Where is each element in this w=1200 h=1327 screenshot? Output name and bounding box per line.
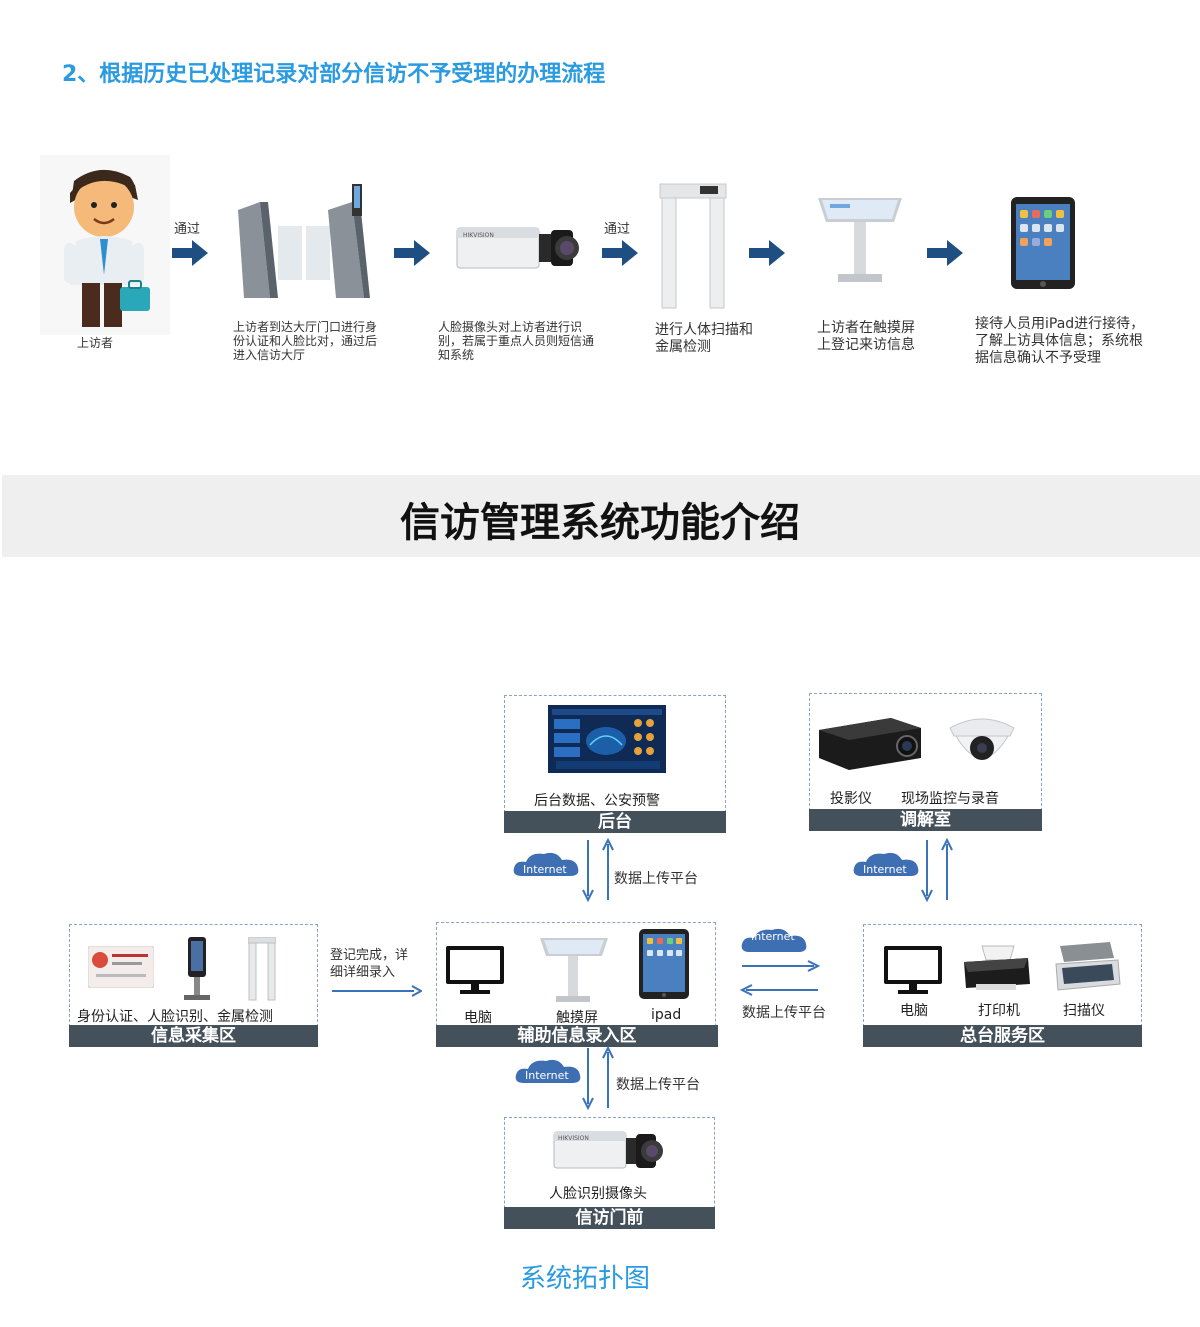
service-link-label: 数据上传平台 <box>742 1005 826 1021</box>
assist-bar: 辅助信息录入区 <box>436 1025 718 1047</box>
gate-link-label: 数据上传平台 <box>616 1077 700 1093</box>
pass-label: 通过 <box>604 222 631 237</box>
ipad-icon <box>1011 197 1075 289</box>
flow-arrow <box>172 240 208 266</box>
section-title: 2、根据历史已处理记录对部分信访不予受理的办理流程 <box>62 62 606 87</box>
projector-icon <box>819 718 921 770</box>
step-camera-text: 人脸摄像头对上访者进行识别，若属于重点人员则短信通知系统 <box>438 320 595 362</box>
monitor-icon <box>884 946 942 994</box>
flow-arrow <box>749 240 785 266</box>
service-bar: 总台服务区 <box>863 1025 1142 1047</box>
face-camera-icon: HIKVISION <box>553 1131 663 1169</box>
internet-cloud-icon <box>853 852 919 876</box>
mediation-bar: 调解室 <box>809 809 1042 831</box>
dashboard-screen-icon <box>548 705 666 773</box>
printer-icon <box>964 945 1030 990</box>
flow-arrow <box>927 240 963 266</box>
internet-cloud-label: Internet <box>863 863 907 876</box>
face-camera-icon: HIKVISION <box>456 227 579 269</box>
service-printer-label: 打印机 <box>978 1003 1020 1019</box>
touch-kiosk-icon <box>540 938 608 1002</box>
assist-pc-label: 电脑 <box>464 1010 492 1026</box>
internet-cloud-label: Internet <box>751 930 795 943</box>
section-banner <box>2 475 1200 557</box>
internet-cloud-label: Internet <box>525 1069 569 1082</box>
metal-detector-icon <box>659 183 727 309</box>
register-arrow <box>332 985 422 997</box>
monitor-caption: 现场监控与录音 <box>901 791 999 807</box>
assist-ipad-label: ipad <box>651 1007 682 1023</box>
visitor-illustration <box>40 155 170 335</box>
backend-bar: 后台 <box>504 811 726 833</box>
flow-arrow <box>394 240 430 266</box>
backend-caption: 后台数据、公安预警 <box>534 793 660 809</box>
gate-caption: 人脸识别摄像头 <box>549 1186 647 1202</box>
id-card-icon <box>88 946 154 988</box>
register-link-label: 登记完成，详 细详细录入 <box>330 948 409 980</box>
collect-bar: 信息采集区 <box>69 1025 318 1047</box>
backend-link-arrows <box>582 838 614 902</box>
assist-touch-label: 触摸屏 <box>556 1010 598 1026</box>
touch-kiosk-icon <box>818 198 902 282</box>
step-ipad-text: 接待人员用iPad进行接待，了解上访具体信息；系统根据信息确认不予受理 <box>975 316 1145 366</box>
internet-cloud-icon <box>741 928 807 952</box>
collect-caption: 身份认证、人脸识别、金属检测 <box>77 1009 273 1025</box>
gate-link-arrows <box>582 1046 614 1110</box>
dome-camera-icon <box>949 718 1015 760</box>
service-pc-label: 电脑 <box>900 1003 928 1019</box>
diagram-caption: 系统拓扑图 <box>519 1264 650 1294</box>
mediation-link-arrows <box>921 838 953 902</box>
backend-link-label: 数据上传平台 <box>614 871 698 887</box>
monitor-icon <box>446 946 504 994</box>
scanner-icon <box>1055 942 1121 991</box>
face-terminal-icon <box>184 937 210 1000</box>
step-visitor-label: 上访者 <box>77 336 114 350</box>
turnstile-gate-icon <box>238 184 370 298</box>
step-kiosk-text: 上访者在触摸屏上登记来访信息 <box>817 320 915 353</box>
internet-cloud-icon <box>515 1059 581 1083</box>
svg-text:HIKVISION: HIKVISION <box>558 1135 589 1142</box>
service-scanner-label: 扫描仪 <box>1063 1003 1105 1019</box>
projector-caption: 投影仪 <box>830 791 872 807</box>
step-scan-text: 进行人体扫描和金属检测 <box>655 322 753 355</box>
pass-label: 通过 <box>174 222 201 237</box>
banner-title: 信访管理系统功能介绍 <box>400 500 800 546</box>
flow-arrow <box>602 240 638 266</box>
metal-detector-icon <box>248 937 276 1001</box>
ipad-icon <box>639 929 689 999</box>
service-link-arrows <box>740 960 820 996</box>
gate-bar: 信访门前 <box>504 1207 715 1229</box>
internet-cloud-label: Internet <box>523 863 567 876</box>
internet-cloud-icon <box>513 852 579 876</box>
svg-text:HIKVISION: HIKVISION <box>463 232 494 239</box>
step-gate-text: 上访者到达大厅门口进行身份认证和人脸比对，通过后进入信访大厅 <box>233 320 378 362</box>
